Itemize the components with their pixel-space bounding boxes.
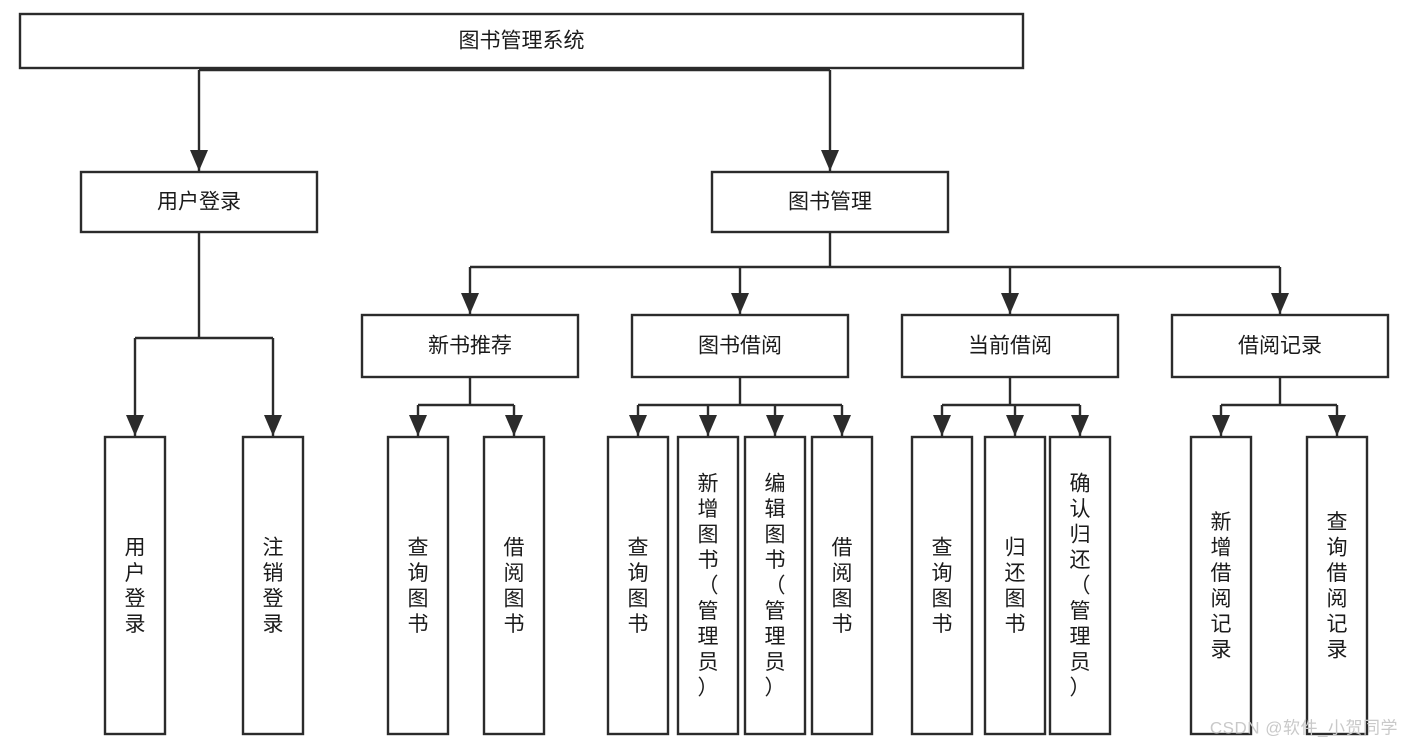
node-label-leaf-borrow-book-1: 借阅图书: [504, 536, 525, 636]
arrow-down-icon-leaf-user-login: [126, 415, 144, 436]
node-box-leaf-query-record: [1305, 435, 1369, 736]
node-box-leaf-borrow-book-2: [810, 435, 874, 736]
arrow-down-icon-leaf-query-book-3: [933, 415, 951, 436]
node-box-user-login: [79, 170, 319, 234]
node-box-current-borrow: [900, 313, 1120, 379]
node-leaf-query-record[interactable]: 查询借阅记录: [1305, 435, 1369, 736]
arrow-down-icon-current-borrow: [1001, 293, 1019, 314]
node-box-leaf-edit-book: [743, 435, 807, 736]
arrow-down-icon-leaf-add-book: [699, 415, 717, 436]
node-box-leaf-query-book-1: [386, 435, 450, 736]
node-box-leaf-user-login: [103, 435, 167, 736]
node-leaf-borrow-book-2[interactable]: 借阅图书: [810, 435, 874, 736]
node-label-leaf-query-book-1: 查询图书: [408, 536, 429, 636]
node-leaf-add-record[interactable]: 新增借阅记录: [1189, 435, 1253, 736]
node-box-new-book-rec: [360, 313, 580, 379]
arrow-down-icon-book-manage: [821, 150, 839, 171]
node-label-borrow-record: 借阅记录: [1238, 335, 1322, 358]
connectors-layer: [126, 68, 1346, 436]
node-leaf-query-book-1[interactable]: 查询图书: [386, 435, 450, 736]
node-label-leaf-query-book-2: 查询图书: [628, 536, 649, 636]
node-box-leaf-add-book: [676, 435, 740, 736]
node-leaf-add-book[interactable]: 新增图书（管理员）: [676, 435, 740, 736]
node-label-leaf-add-record: 新增借阅记录: [1211, 511, 1232, 662]
arrow-down-icon-leaf-add-record: [1212, 415, 1230, 436]
node-label-leaf-return-book: 归还图书: [1005, 536, 1026, 636]
arrow-down-icon-leaf-query-book-1: [409, 415, 427, 436]
node-leaf-borrow-book-1[interactable]: 借阅图书: [482, 435, 546, 736]
node-box-leaf-confirm-return: [1048, 435, 1112, 736]
node-label-book-borrow: 图书借阅: [698, 335, 782, 358]
node-box-leaf-add-record: [1189, 435, 1253, 736]
arrow-down-icon-new-book-rec: [461, 293, 479, 314]
node-label-leaf-user-login: 用户登录: [125, 536, 146, 636]
node-label-leaf-query-record: 查询借阅记录: [1327, 511, 1348, 662]
csdn-watermark: CSDN @软件_小贺同学: [1210, 718, 1398, 737]
arrow-down-icon-book-borrow: [731, 293, 749, 314]
node-book-manage[interactable]: 图书管理: [710, 170, 950, 234]
node-box-borrow-record: [1170, 313, 1390, 379]
node-label-leaf-user-logout: 注销登录: [263, 536, 284, 636]
arrow-down-icon-leaf-confirm-return: [1071, 415, 1089, 436]
arrow-down-icon-leaf-borrow-book-2: [833, 415, 851, 436]
nodes-layer: 图书管理系统用户登录图书管理用户登录注销登录新书推荐图书借阅当前借阅借阅记录查询…: [18, 12, 1390, 736]
arrow-down-icon-leaf-user-logout: [264, 415, 282, 436]
arrow-down-icon-user-login: [190, 150, 208, 171]
node-root[interactable]: 图书管理系统: [18, 12, 1025, 70]
arrow-down-icon-leaf-edit-book: [766, 415, 784, 436]
node-label-book-manage: 图书管理: [788, 191, 872, 214]
node-label-root: 图书管理系统: [459, 30, 585, 53]
node-box-root: [18, 12, 1025, 70]
node-label-current-borrow: 当前借阅: [968, 335, 1052, 358]
node-label-leaf-borrow-book-2: 借阅图书: [832, 536, 853, 636]
node-leaf-user-login[interactable]: 用户登录: [103, 435, 167, 736]
node-label-leaf-edit-book: 编辑图书（管理员）: [765, 473, 786, 700]
node-borrow-record[interactable]: 借阅记录: [1170, 313, 1390, 379]
node-box-leaf-return-book: [983, 435, 1047, 736]
node-current-borrow[interactable]: 当前借阅: [900, 313, 1120, 379]
arrow-down-icon-leaf-borrow-book-1: [505, 415, 523, 436]
node-leaf-edit-book[interactable]: 编辑图书（管理员）: [743, 435, 807, 736]
node-label-user-login: 用户登录: [157, 191, 241, 214]
node-leaf-confirm-return[interactable]: 确认归还（管理员）: [1048, 435, 1112, 736]
node-label-leaf-add-book: 新增图书（管理员）: [698, 473, 719, 700]
arrow-down-icon-leaf-query-record: [1328, 415, 1346, 436]
node-box-leaf-query-book-3: [910, 435, 974, 736]
node-box-leaf-query-book-2: [606, 435, 670, 736]
arrow-down-icon-leaf-query-book-2: [629, 415, 647, 436]
node-label-leaf-confirm-return: 确认归还（管理员）: [1070, 473, 1091, 700]
node-box-leaf-borrow-book-1: [482, 435, 546, 736]
node-leaf-query-book-2[interactable]: 查询图书: [606, 435, 670, 736]
node-leaf-return-book[interactable]: 归还图书: [983, 435, 1047, 736]
arrow-down-icon-leaf-return-book: [1006, 415, 1024, 436]
node-leaf-query-book-3[interactable]: 查询图书: [910, 435, 974, 736]
node-box-leaf-user-logout: [241, 435, 305, 736]
node-new-book-rec[interactable]: 新书推荐: [360, 313, 580, 379]
node-user-login[interactable]: 用户登录: [79, 170, 319, 234]
arrow-down-icon-borrow-record: [1271, 293, 1289, 314]
node-book-borrow[interactable]: 图书借阅: [630, 313, 850, 379]
node-leaf-user-logout[interactable]: 注销登录: [241, 435, 305, 736]
node-box-book-borrow: [630, 313, 850, 379]
node-box-book-manage: [710, 170, 950, 234]
node-label-new-book-rec: 新书推荐: [428, 335, 512, 358]
node-label-leaf-query-book-3: 查询图书: [932, 536, 953, 636]
